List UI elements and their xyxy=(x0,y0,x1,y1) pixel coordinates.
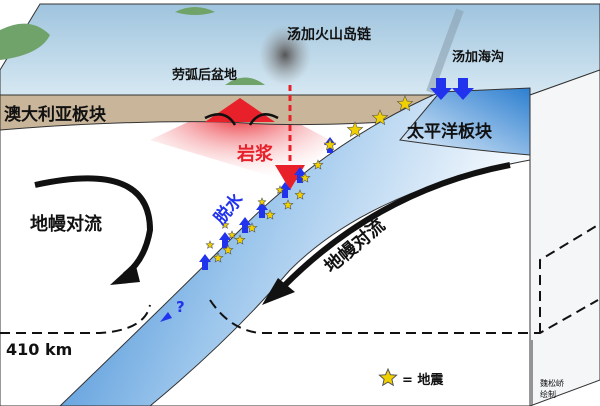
dehydration-arrow-icon xyxy=(239,217,251,233)
legend-star-icon xyxy=(378,367,398,387)
dehydration-arrow-icon xyxy=(256,202,268,218)
pacific-plate xyxy=(399,87,531,156)
label-australian-plate: 澳大利亚板块 xyxy=(4,105,106,125)
earthquake-star-icon xyxy=(205,240,215,249)
legend-text: = 地震 xyxy=(402,373,444,388)
label-depth: 410 km xyxy=(6,340,73,359)
island xyxy=(0,23,50,61)
earthquake-star-icon xyxy=(294,189,306,200)
island xyxy=(175,7,215,15)
magma-flow-arrows xyxy=(204,113,279,126)
earthquake-star-icon xyxy=(227,230,237,239)
earthquake-star-icon xyxy=(312,159,324,170)
credit: 魏松峤绘制 xyxy=(540,378,564,400)
side-dashed xyxy=(539,224,599,333)
convection-arrow-left xyxy=(34,175,154,278)
label-volcanic-arc: 汤加火山岛链 xyxy=(287,27,371,43)
earthquake-star-icon xyxy=(222,244,234,255)
earthquake-star-icon xyxy=(257,197,267,206)
earthquake-star-icon xyxy=(371,109,389,126)
label-unknown: ? xyxy=(176,298,185,316)
earthquake-star-icon xyxy=(220,220,230,229)
arrowhead xyxy=(262,278,295,305)
label-magma: 岩浆 xyxy=(237,144,273,165)
dehydration-arrow-icon xyxy=(219,232,231,248)
earthquake-star-icon xyxy=(323,138,337,151)
ash-plume xyxy=(259,25,311,85)
arrowhead xyxy=(110,262,140,285)
label-trench: 汤加海沟 xyxy=(452,50,505,65)
label-back-arc-basin: 劳弧后盆地 xyxy=(172,68,238,83)
island xyxy=(225,77,265,85)
earthquake-star-icon xyxy=(275,185,285,194)
earthquake-star-icon xyxy=(282,199,294,210)
unknown-arrow xyxy=(160,312,172,322)
credit-drawn: 绘制 xyxy=(540,390,556,399)
label-mantle-convection-left: 地幔对流 xyxy=(30,214,102,235)
earthquake-star-icon xyxy=(346,121,364,138)
earthquake-stars xyxy=(205,95,414,263)
earthquake-star-icon xyxy=(234,234,246,245)
dehydration-arrow-icon xyxy=(199,254,211,270)
credit-author: 魏松峤 xyxy=(540,379,564,388)
convection-arrow-right xyxy=(282,162,511,288)
earthquake-star-icon xyxy=(212,252,224,263)
earthquake-star-icon xyxy=(264,209,276,220)
earthquake-star-icon xyxy=(396,95,414,112)
trench-arrows xyxy=(430,78,474,100)
trench-line xyxy=(426,8,464,94)
block-side xyxy=(529,69,600,406)
dehydration-arrow-icon xyxy=(279,182,291,198)
410km-line xyxy=(0,299,599,334)
dehydration-arrows xyxy=(199,137,336,270)
earthquake-star-icon xyxy=(299,172,311,183)
earthquake-star-icon xyxy=(246,222,258,233)
label-pacific-plate: 太平洋板块 xyxy=(407,122,492,142)
